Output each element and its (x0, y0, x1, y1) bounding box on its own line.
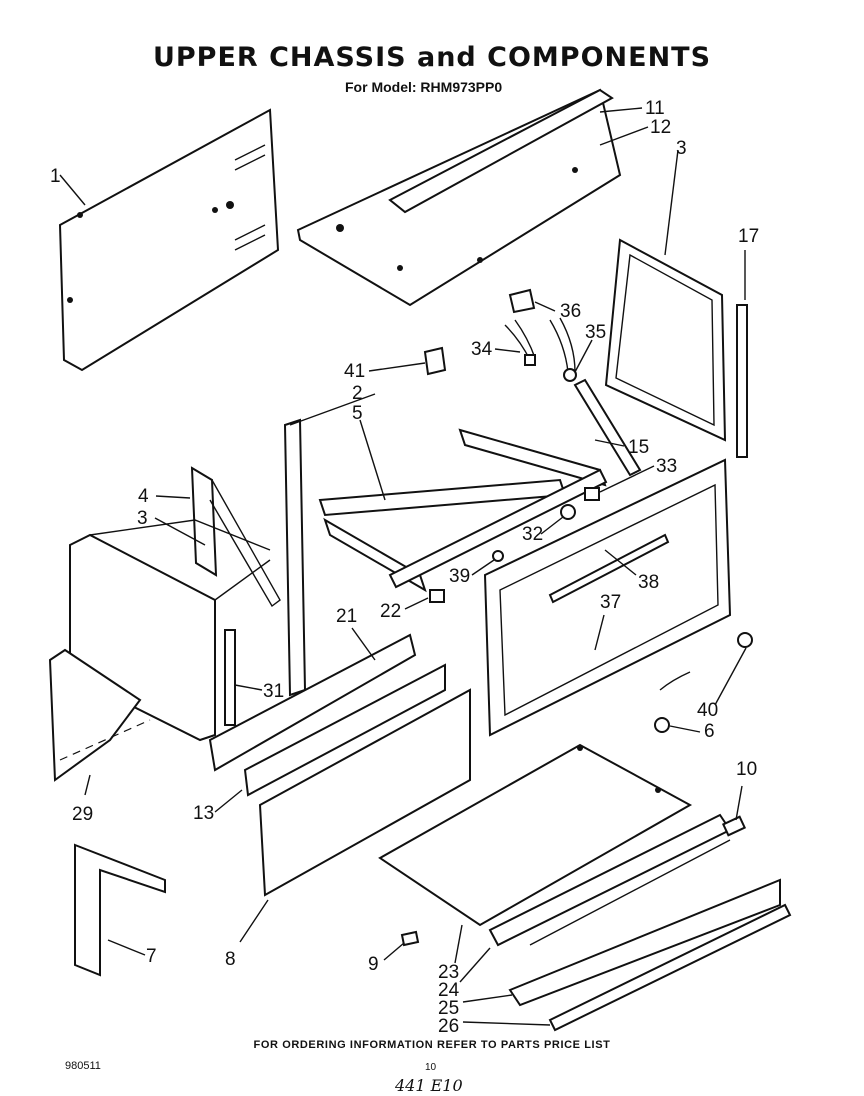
part-9-clip (400, 930, 420, 947)
callout-15: 15 (628, 437, 649, 458)
part-39-screw (492, 550, 504, 562)
callout-24: 24 (438, 980, 460, 1001)
handwritten-note: 441 E10 (395, 1076, 463, 1095)
document-code: 980511 (65, 1060, 101, 1072)
callout-9: 9 (368, 954, 379, 975)
callout-25: 25 (438, 998, 459, 1019)
callout-21: 21 (336, 606, 357, 627)
part-21-channel (208, 633, 417, 772)
callout-11: 11 (645, 98, 665, 119)
callout-22: 22 (380, 601, 401, 622)
callout-23: 23 (438, 962, 459, 983)
callout-6: 6 (704, 721, 715, 742)
callout-3b: 3 (137, 508, 148, 529)
part-8-panel (258, 688, 471, 897)
callout-38: 38 (638, 572, 659, 593)
part-1-side-panel (58, 108, 280, 372)
callout-3a: 3 (676, 138, 687, 159)
callout-1: 1 (50, 166, 61, 187)
callout-32: 32 (522, 524, 543, 545)
part-29-rear-panel (48, 648, 151, 782)
part-38-rod (548, 533, 670, 604)
callout-labels: 1 11 12 3 17 36 35 34 41 2 5 15 33 4 3 3… (50, 98, 759, 1037)
part-5-rail-frame (318, 428, 608, 593)
callout-39: 39 (449, 566, 470, 587)
page-title: UPPER CHASSIS and COMPONENTS (152, 42, 712, 73)
part-6-socket (654, 671, 691, 733)
part-37-door (483, 458, 732, 737)
callout-41: 41 (344, 361, 365, 382)
part-12-top-cover (296, 88, 622, 307)
callout-31: 31 (263, 681, 284, 702)
part-13-strip (243, 663, 446, 797)
callout-10: 10 (736, 759, 757, 780)
part-25-reflector (508, 878, 781, 1007)
part-10-lamp (529, 815, 747, 946)
callout-36: 36 (560, 301, 581, 322)
page-number: 10 (425, 1062, 437, 1073)
part-32-grommet (560, 504, 576, 520)
part-7-bracket (74, 843, 166, 977)
part-33-bracket (584, 487, 600, 501)
part-26-trim (548, 903, 792, 1032)
callout-40: 40 (697, 700, 718, 721)
part-3-frame-right (604, 238, 727, 442)
callout-37: 37 (600, 592, 621, 613)
callout-2: 2 (352, 383, 363, 404)
part-41-clip (423, 346, 447, 376)
callout-26: 26 (438, 1016, 459, 1037)
part-34-clip (504, 319, 536, 366)
callout-8: 8 (225, 949, 236, 970)
part-35-clip (549, 317, 577, 382)
callout-34: 34 (471, 339, 493, 360)
callout-5: 5 (352, 403, 363, 424)
part-15-rod (573, 378, 642, 477)
callout-35: 35 (585, 322, 606, 343)
callout-7: 7 (146, 946, 157, 967)
callout-29: 29 (72, 804, 93, 825)
part-17-strip (736, 304, 748, 458)
ordering-info-footer: FOR ORDERING INFORMATION REFER TO PARTS … (253, 1039, 611, 1051)
part-40-knob (737, 632, 753, 648)
part-31-screws (224, 629, 236, 726)
part-22-clip (429, 589, 445, 603)
callout-17: 17 (738, 226, 759, 247)
part-2-post (283, 418, 307, 697)
callout-13: 13 (193, 803, 214, 824)
callout-12: 12 (650, 117, 671, 138)
callout-4: 4 (138, 486, 149, 507)
callout-33: 33 (656, 456, 677, 477)
part-36-bracket (508, 288, 536, 314)
model-subtitle: For Model: RHM973PP0 (345, 79, 503, 95)
part-23-base-pan (378, 743, 693, 927)
leader-lines (59, 107, 747, 1026)
